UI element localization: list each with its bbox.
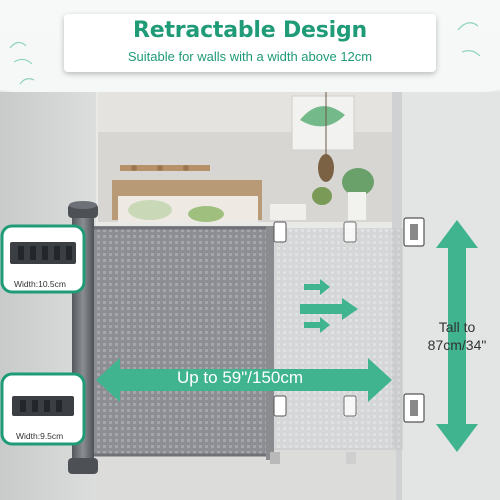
retract-arrows	[300, 279, 358, 333]
decor-leaves	[9, 22, 481, 85]
bottom-bracket-thumbnail	[0, 372, 86, 446]
header-banner: Retractable Design Suitable for walls wi…	[64, 14, 436, 72]
span-label: Up to 59"/150cm	[176, 368, 304, 387]
height-arrow	[436, 220, 478, 452]
height-label-line1: Tall to	[438, 319, 476, 335]
top-bracket-width-label: Width:10.5cm	[12, 278, 68, 290]
span-arrow	[96, 358, 392, 402]
height-label-line2: 87cm/34"	[427, 337, 487, 353]
height-label: Tall to 87cm/34"	[412, 318, 500, 354]
page-subtitle: Suitable for walls with a width above 12…	[127, 49, 373, 64]
page-title: Retractable Design	[133, 18, 367, 43]
top-bracket-thumbnail	[0, 224, 86, 294]
bottom-bracket-width-label: Width:9.5cm	[14, 430, 66, 442]
